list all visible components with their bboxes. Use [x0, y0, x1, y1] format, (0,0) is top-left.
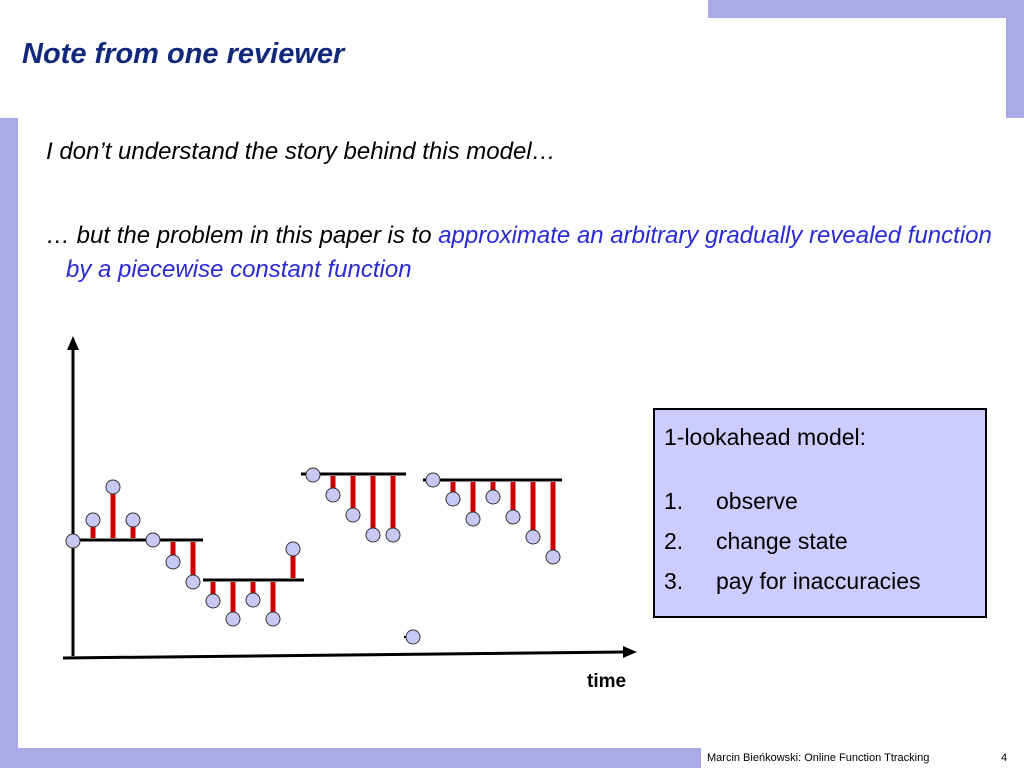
page-number: 4: [1001, 752, 1008, 764]
model-step: 1. observe: [664, 481, 985, 521]
function-point: [465, 511, 481, 527]
model-step: 2. change state: [664, 521, 985, 561]
function-point: [385, 527, 401, 543]
function-point: [345, 507, 361, 523]
function-point: [405, 629, 421, 645]
function-point: [165, 554, 181, 570]
x-axis-arrowhead: [623, 646, 637, 658]
function-point: [425, 472, 441, 488]
function-point: [245, 592, 261, 608]
model-step-text: pay for inaccuracies: [716, 568, 921, 594]
problem-statement-plain: … but the problem in this paper is to: [46, 222, 439, 249]
right-frame-bar: [1006, 0, 1024, 118]
function-point: [105, 479, 121, 495]
left-frame-bar: [0, 118, 18, 750]
model-step-number: 2.: [664, 528, 684, 554]
reviewer-quote: I don’t understand the story behind this…: [46, 138, 556, 165]
function-point: [65, 533, 81, 549]
model-step-number: 1.: [664, 488, 684, 514]
function-point: [445, 491, 461, 507]
slide-title: Note from one reviewer: [22, 38, 345, 70]
function-point: [305, 467, 321, 483]
lookahead-model-box: 1-lookahead model: 1. observe 2. change st…: [653, 408, 987, 618]
problem-statement-highlight: approximate an arbitrary gradually revea…: [66, 222, 992, 283]
function-points: [65, 467, 561, 645]
function-point: [505, 509, 521, 525]
function-point: [525, 529, 541, 545]
model-step-text: observe: [716, 488, 798, 514]
model-box-heading: 1-lookahead model:: [664, 424, 867, 450]
y-axis-arrowhead: [67, 336, 79, 350]
function-point: [125, 512, 141, 528]
model-step-text: change state: [716, 528, 848, 554]
footer-text: Marcin Bieńkowski: Online Function Ttrac…: [707, 752, 930, 764]
x-axis-label: time: [587, 671, 627, 692]
function-point: [225, 611, 241, 627]
function-tracking-diagram: [62, 336, 637, 660]
function-point: [485, 489, 501, 505]
footer-strip: [701, 748, 1024, 768]
model-step: 3. pay for inaccuracies: [664, 561, 985, 601]
error-bars: [90, 476, 556, 612]
function-point: [285, 541, 301, 557]
function-point: [545, 549, 561, 565]
function-point: [325, 487, 341, 503]
x-axis: [62, 650, 626, 660]
function-point: [145, 532, 161, 548]
function-point: [365, 527, 381, 543]
function-point: [205, 593, 221, 609]
model-steps-list: 1. observe 2. change state 3. pay for inacc…: [664, 481, 985, 601]
problem-statement: … but the problem in this paper is to ap…: [46, 219, 996, 287]
function-point: [185, 574, 201, 590]
model-step-number: 3.: [664, 568, 684, 594]
top-right-frame-bar: [708, 0, 1024, 18]
function-point: [265, 611, 281, 627]
function-point: [85, 512, 101, 528]
